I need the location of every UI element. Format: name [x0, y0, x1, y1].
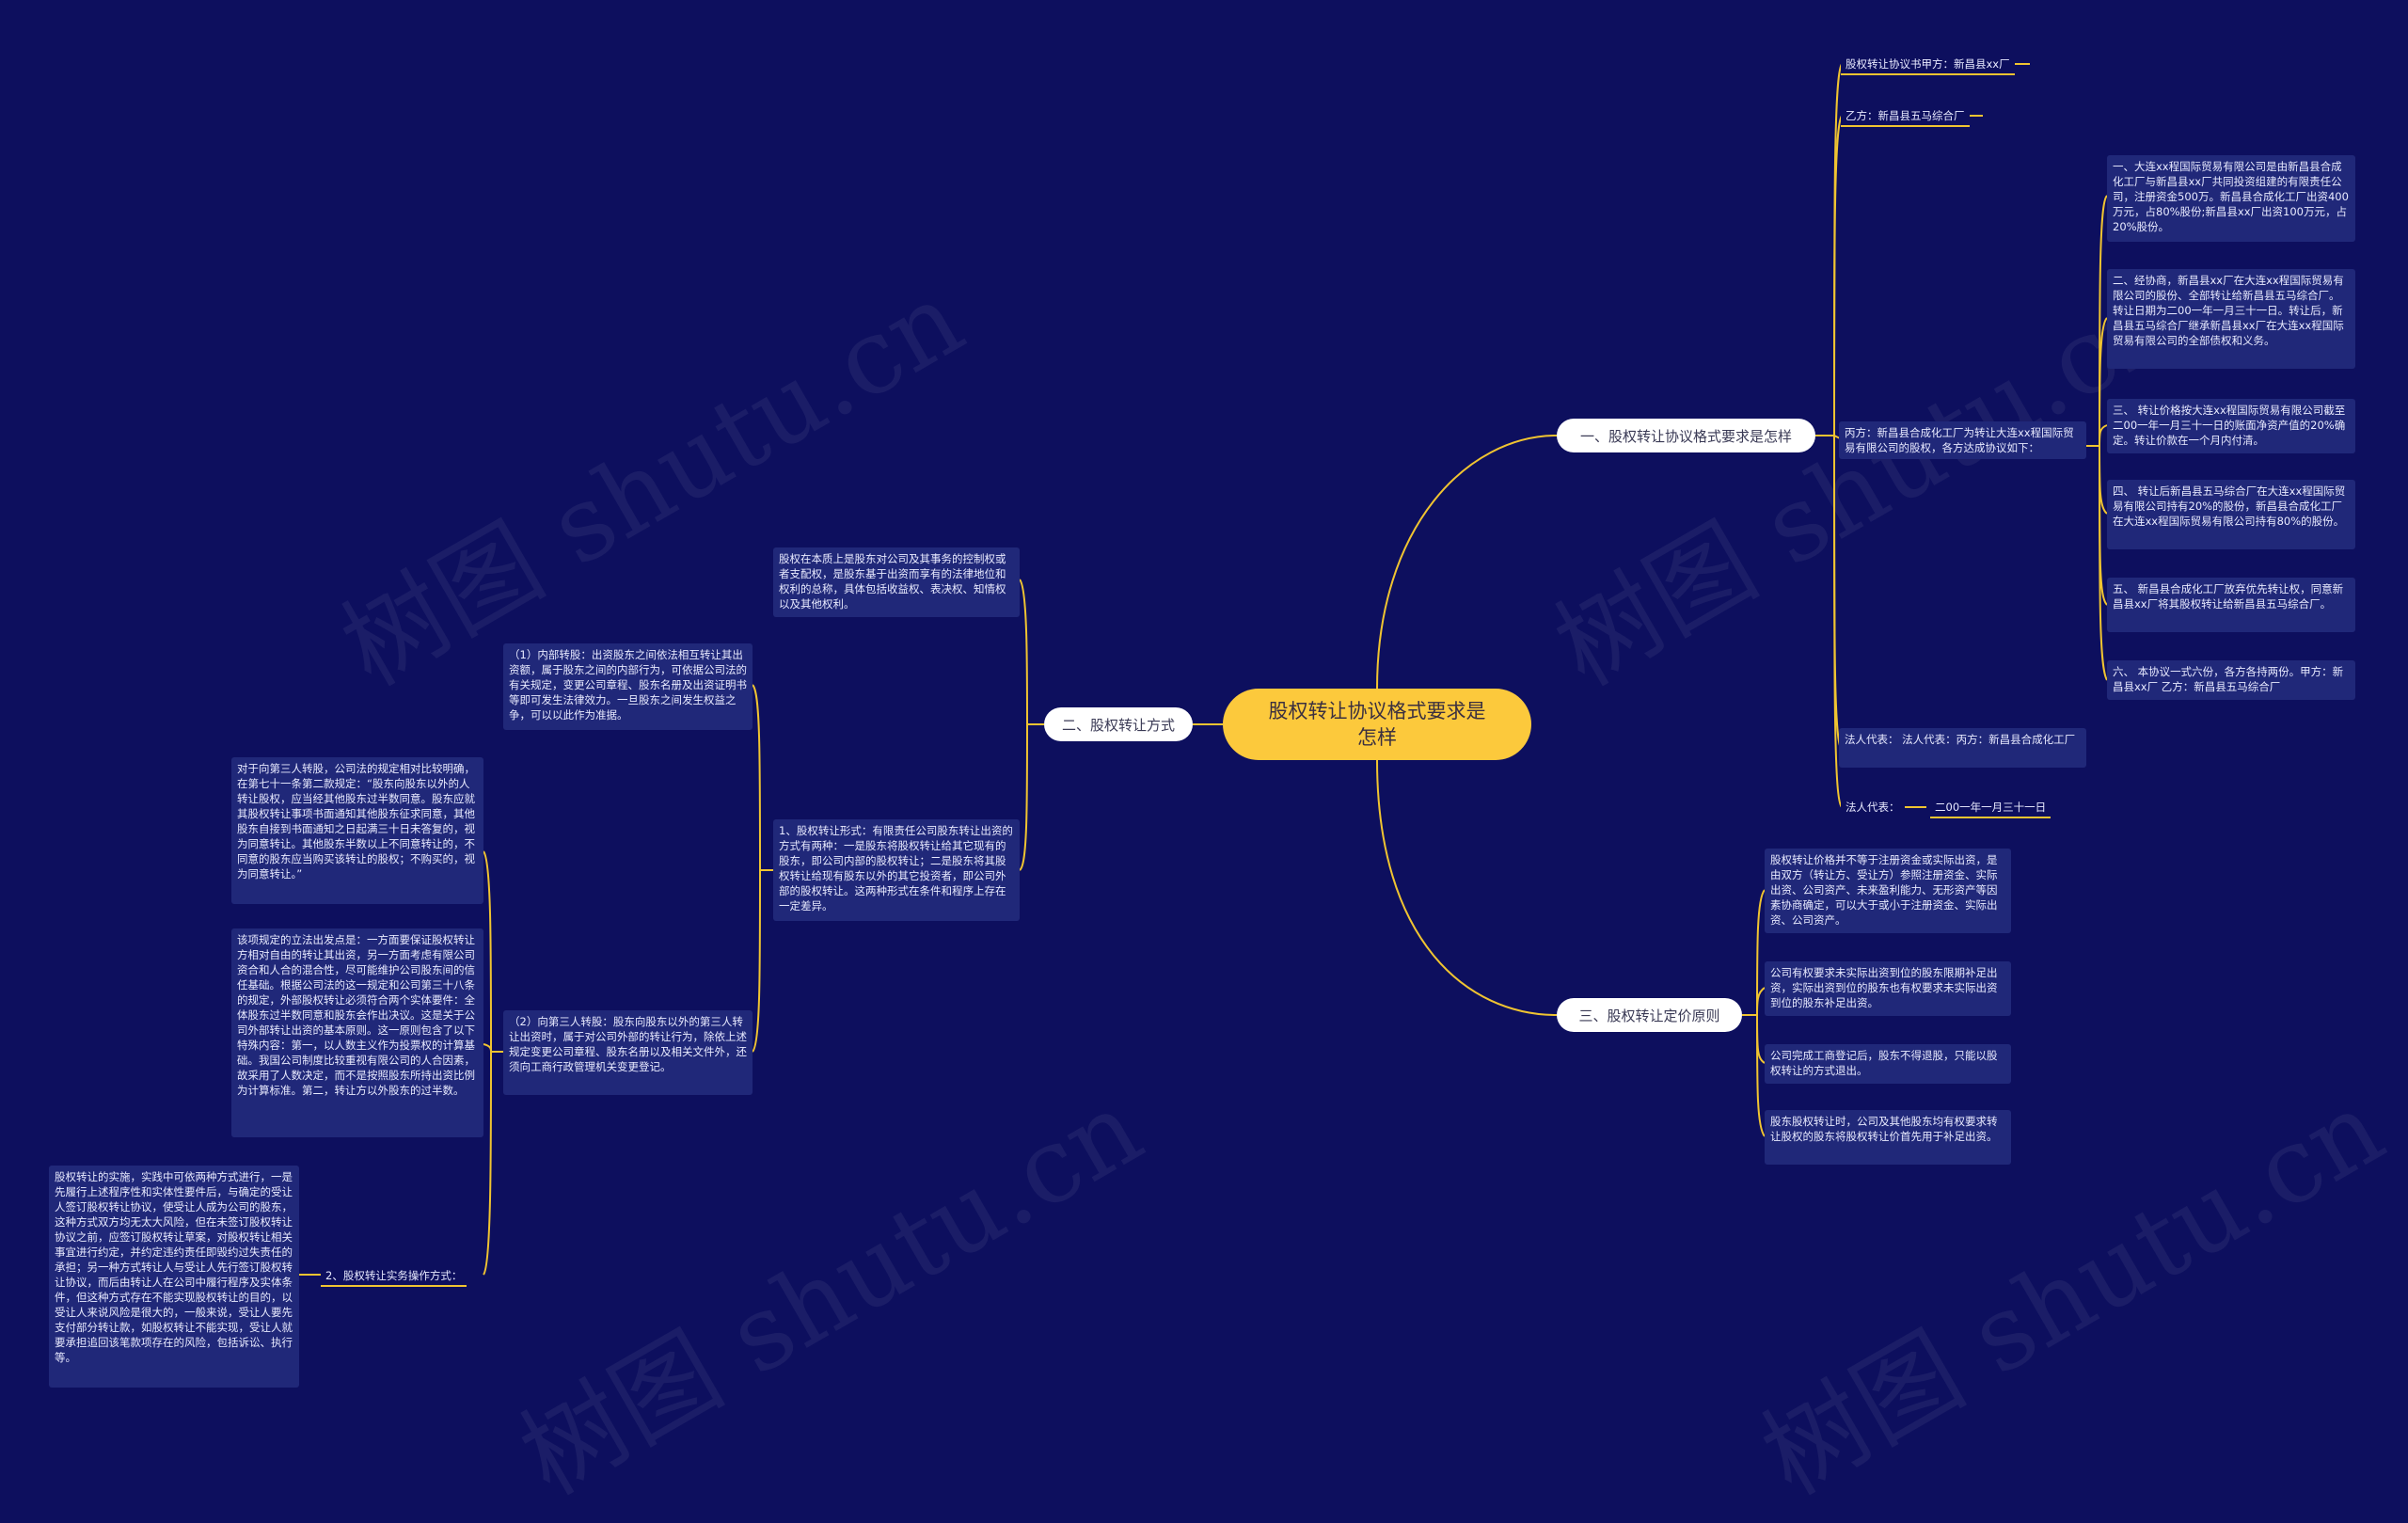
clause-6[interactable]: 六、 本协议一式六份，各方各持两份。甲方：新昌县xx厂 乙方：新昌县五马综合厂: [2107, 660, 2355, 700]
pricing-item-3[interactable]: 公司完成工商登记后，股东不得退股，只能以股权转让的方式退出。: [1765, 1044, 2011, 1084]
branch-pricing-principles[interactable]: 三、股权转让定价原则: [1557, 998, 1742, 1032]
clause-3[interactable]: 三、 转让价格按大连xx程国际贸易有限公司截至二00一年一月三十一日的账面净资产…: [2107, 399, 2355, 453]
branch-label: 一、股权转让协议格式要求是怎样: [1579, 427, 1792, 445]
connector-lines: [299, 63, 2108, 1276]
third-party-law-node[interactable]: 对于向第三人转股，公司法的规定相对比较明确，在第七十一条第二款规定：“股东向股东…: [231, 757, 483, 904]
party-a-node[interactable]: 股权转让协议书甲方：新昌县xx厂: [1841, 55, 2015, 75]
root-title: 股权转让协议格式要求是怎样: [1268, 700, 1486, 749]
clause-1[interactable]: 一、大连xx程国际贸易有限公司是由新昌县合成化工厂与新昌县xx厂共同投资组建的有…: [2107, 155, 2355, 242]
legal-representatives-node[interactable]: 法人代表： 法人代表：丙方：新昌县合成化工厂: [1839, 728, 2086, 768]
root-topic[interactable]: 股权转让协议格式要求是怎样: [1223, 689, 1531, 760]
clause-5[interactable]: 五、 新昌县合成化工厂放弃优先转让权，同意新昌县xx厂将其股权转让给新昌县五马综…: [2107, 578, 2355, 632]
party-c-node[interactable]: 丙方：新昌县合成化工厂为转让大连xx程国际贸易有限公司的股权，各方达成协议如下：: [1839, 421, 2086, 459]
external-transfer-node[interactable]: （2）向第三人转股：股东向股东以外的第三人转让出资时，属于对公司外部的转让行为，…: [503, 1010, 752, 1095]
clause-2[interactable]: 二、经协商，新昌县xx厂在大连xx程国际贸易有限公司的股份、全部转让给新昌县五马…: [2107, 269, 2355, 369]
pricing-item-4[interactable]: 股东股权转让时，公司及其他股东均有权要求转让股权的股东将股权转让价首先用于补足出…: [1765, 1110, 2011, 1165]
branch-label: 三、股权转让定价原则: [1578, 1007, 1720, 1024]
party-b-node[interactable]: 乙方：新昌县五马综合厂: [1841, 106, 1970, 127]
branch-format-requirements[interactable]: 一、股权转让协议格式要求是怎样: [1557, 419, 1815, 452]
legal-representative-node[interactable]: 法人代表：: [1841, 798, 1905, 817]
internal-transfer-node[interactable]: （1）内部转股：出资股东之间依法相互转让其出资额，属于股东之间的内部行为，可依据…: [503, 643, 752, 730]
practice-label-node[interactable]: 2、股权转让实务操作方式：: [321, 1266, 467, 1287]
pricing-item-1[interactable]: 股权转让价格并不等于注册资金或实际出资，是由双方（转让方、受让方）参照注册资金、…: [1765, 849, 2011, 933]
equity-definition-node[interactable]: 股权在本质上是股东对公司及其事务的控制权或者支配权，是股东基于出资而享有的法律地…: [773, 547, 1020, 617]
branch-transfer-methods[interactable]: 二、股权转让方式: [1044, 707, 1193, 741]
branch-label: 二、股权转让方式: [1061, 716, 1175, 734]
third-party-purpose-node[interactable]: 该项规定的立法出发点是：一方面要保证股权转让方相对自由的转让其出资，另一方面考虑…: [231, 928, 483, 1137]
practice-node[interactable]: 股权转让的实施，实践中可依两种方式进行，一是先履行上述程序性和实体性要件后，与确…: [49, 1166, 299, 1388]
clause-4[interactable]: 四、 转让后新昌县五马综合厂在大连xx程国际贸易有限公司持有20%的股份，新昌县…: [2107, 480, 2355, 549]
pricing-item-2[interactable]: 公司有权要求未实际出资到位的股东限期补足出资，实际出资到位的股东也有权要求未实际…: [1765, 961, 2011, 1016]
date-node[interactable]: 二00一年一月三十一日: [1930, 798, 2052, 818]
transfer-form-node[interactable]: 1、股权转让形式：有限责任公司股东转让出资的方式有两种：一是股东将股权转让给其它…: [773, 819, 1020, 921]
